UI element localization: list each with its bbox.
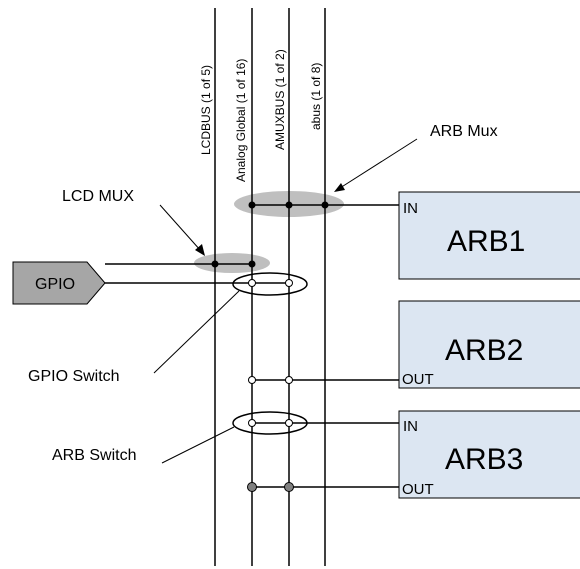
lcd-junction-dot — [211, 260, 219, 268]
lcd-mux-ellipse — [194, 253, 270, 273]
mux-junction-dot — [285, 201, 293, 209]
bus-label-analog-global: Analog Global (1 of 16) — [234, 59, 248, 182]
gray-switch-dot — [284, 482, 294, 492]
arb-mux-label: ARB Mux — [430, 123, 498, 140]
arb3-in-pin: IN — [403, 418, 418, 435]
arb-mux-arrowhead — [334, 183, 345, 192]
mux-junction-dot — [321, 201, 329, 209]
switch-dot — [248, 279, 256, 287]
gpio-block — [12, 261, 106, 305]
arb-mux-leader — [339, 138, 418, 189]
gpio-switch-leader — [153, 290, 240, 374]
lcd-mux-arrowhead — [195, 244, 205, 256]
switch-dot — [285, 376, 293, 384]
arb3-name: ARB3 — [445, 443, 523, 476]
arb-switch-label: ARB Switch — [52, 447, 136, 464]
arb-switch-leader — [161, 426, 235, 464]
arb2-name: ARB2 — [445, 334, 523, 367]
switch-dot — [248, 419, 256, 427]
gpio-label: GPIO — [35, 276, 75, 293]
gpio-switch-label: GPIO Switch — [28, 368, 120, 385]
arb3-out-pin: OUT — [402, 481, 434, 498]
arb-switch-ellipse — [232, 411, 308, 435]
lcd-mux-label: LCD MUX — [62, 188, 134, 205]
bus-label-amuxbus: AMUXBUS (1 of 2) — [273, 49, 287, 150]
gray-switch-dot — [247, 482, 257, 492]
bus-label-lcdbus: LCDBUS (1 of 5) — [199, 65, 213, 155]
lcd-mux-leader — [159, 204, 202, 252]
mux-junction-dot — [248, 201, 256, 209]
arb2-out-pin: OUT — [402, 371, 434, 388]
switch-dot — [248, 376, 256, 384]
bus-label-abus: abus (1 of 8) — [309, 63, 323, 130]
switch-dot — [285, 419, 293, 427]
gpio-switch-ellipse — [232, 272, 308, 296]
arb1-name: ARB1 — [447, 225, 525, 258]
arb2-block — [398, 300, 580, 389]
lcd-junction-dot — [248, 260, 256, 268]
arb1-block — [398, 191, 580, 280]
arb3-block — [398, 410, 580, 499]
arb1-in-pin: IN — [403, 200, 418, 217]
switch-dot — [285, 279, 293, 287]
